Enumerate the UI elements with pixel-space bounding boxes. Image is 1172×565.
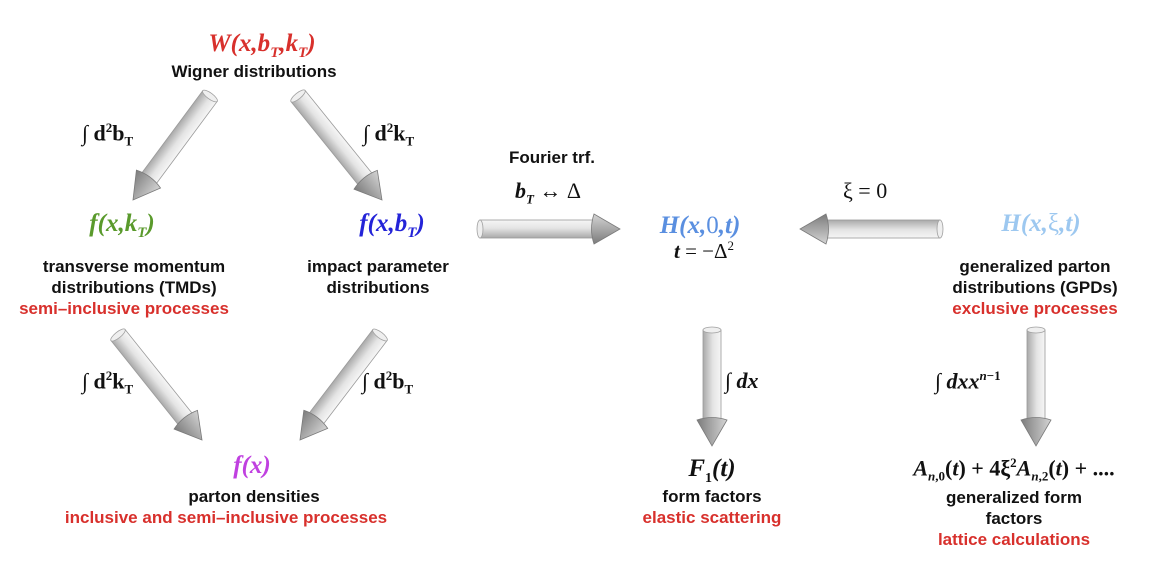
tmd-process: semi–inclusive processes bbox=[19, 299, 229, 318]
ipd-formula: f(x,bT) bbox=[359, 210, 425, 241]
wigner-formula: W(x,bT,kT) bbox=[208, 30, 316, 61]
gpd-label-line1: generalized parton bbox=[959, 257, 1111, 276]
fourier-relation: bT ↔ Δ bbox=[514, 178, 582, 207]
xi-zero-label: ξ = 0 bbox=[843, 178, 888, 203]
gpd-process: exclusive processes bbox=[952, 299, 1118, 318]
gff-label-line2: factors bbox=[985, 509, 1043, 528]
ipd-label-line1: impact parameter bbox=[307, 257, 449, 276]
gpd-label-line2: distributions (GPDs) bbox=[952, 278, 1118, 297]
integral-d2kT-top: ∫ d2kT bbox=[363, 120, 415, 149]
density-formula: f(x) bbox=[233, 452, 271, 479]
integral-dxx: ∫ dxxn−1 bbox=[935, 368, 1001, 394]
arrow-tmd-to-density bbox=[110, 328, 203, 441]
gpd-formula: H(x,ξ,t) bbox=[1001, 210, 1081, 237]
ipd-label-line2: distributions bbox=[326, 278, 430, 297]
gff-process: lattice calculations bbox=[937, 530, 1091, 549]
gff-formula: An,0(t) + 4ξ2An,2(t) + .... bbox=[913, 455, 1115, 484]
form-factor-formula: F1(t) bbox=[688, 455, 736, 486]
arrow-wigner-to-tmd bbox=[132, 89, 218, 201]
density-process: inclusive and semi–inclusive processes bbox=[64, 508, 388, 527]
gff-label-line1: generalized form bbox=[945, 488, 1083, 507]
arrow-wigner-to-ipd bbox=[290, 89, 383, 201]
integral-d2bT-bottom: ∫ d2bT bbox=[362, 368, 414, 397]
integral-dx: ∫ dx bbox=[725, 368, 759, 393]
wigner-label: Wigner distributions bbox=[171, 62, 337, 81]
tmd-label-line1: transverse momentum bbox=[42, 257, 226, 276]
form-factor-label: form factors bbox=[662, 487, 762, 506]
tmd-formula: f(x,kT) bbox=[89, 210, 155, 241]
arrow-fourier bbox=[476, 213, 621, 245]
h0-formula: H(x,0,t) bbox=[659, 212, 741, 239]
arrow-h0-integral-dx bbox=[696, 326, 728, 447]
tmd-label-line2: distributions (TMDs) bbox=[51, 278, 217, 297]
integral-d2kT-bottom: ∫ d2kT bbox=[82, 368, 134, 397]
fourier-title: Fourier trf. bbox=[509, 148, 595, 167]
arrow-ipd-to-density bbox=[299, 328, 388, 441]
arrow-gpd-integral-dxx bbox=[1020, 326, 1052, 447]
density-label: parton densities bbox=[188, 487, 320, 506]
form-factor-process: elastic scattering bbox=[642, 508, 782, 527]
integral-d2bT-top: ∫ d2bT bbox=[82, 120, 134, 149]
arrow-xi-zero bbox=[799, 213, 944, 245]
h0-relation: t = −Δ2 bbox=[673, 238, 735, 263]
